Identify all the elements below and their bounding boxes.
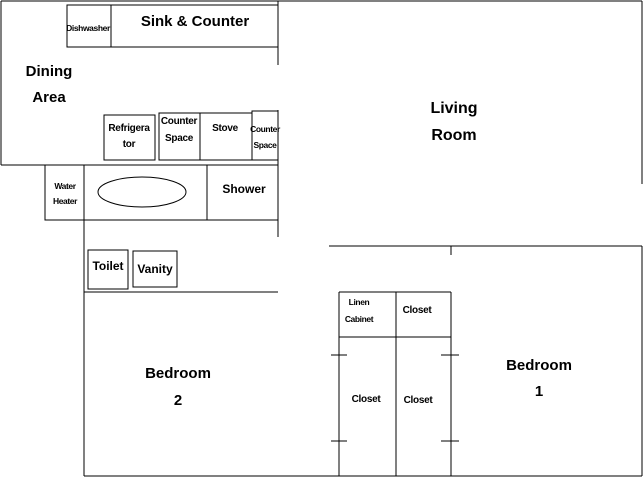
closet-right-label: Closet: [404, 395, 434, 406]
bedroom-1-label-line2: 1: [535, 383, 543, 400]
sink-counter-box: [110, 4, 279, 48]
dining-area-label-line1: Dining: [26, 63, 73, 80]
toilet-label: Toilet: [92, 259, 123, 273]
dining-area-label-line2: Area: [32, 89, 66, 106]
closet-left-label: Closet: [352, 394, 382, 405]
counter-space-left-label-line2: Space: [165, 133, 194, 144]
closet-top-label: Closet: [403, 305, 433, 316]
counter-space-left-label-line1: Counter: [161, 116, 198, 127]
refrigerator-box: [103, 114, 156, 161]
labels: Dishwasher Sink & Counter Dining Area Re…: [26, 13, 572, 409]
water-heater-label-line2: Heater: [53, 196, 78, 206]
stove-label: Stove: [212, 123, 238, 134]
bedroom-2-label-line2: 2: [174, 392, 182, 409]
fixtures: [44, 4, 279, 290]
refrigerator-label-line2: tor: [123, 139, 136, 150]
toilet-box: [87, 249, 129, 290]
refrigerator-label-line1: Refrigera: [108, 123, 150, 134]
water-heater-label-line1: Water: [54, 181, 76, 191]
living-room-label-line2: Room: [431, 127, 476, 144]
linen-cabinet-label-line2: Cabinet: [345, 314, 374, 324]
counter-space-right-label-line1: Counter: [250, 124, 281, 134]
vanity-box: [132, 250, 178, 288]
counter-space-right-label-line2: Space: [253, 140, 277, 150]
dishwasher-label: Dishwasher: [66, 23, 111, 33]
water-heater-box: [44, 164, 85, 221]
bedroom-2-label-line1: Bedroom: [145, 365, 211, 382]
linen-cabinet-label-line1: Linen: [349, 297, 370, 307]
living-room-label-line1: Living: [430, 100, 477, 117]
counter-space-right-box: [251, 110, 279, 161]
bedroom-1-label-line1: Bedroom: [506, 357, 572, 374]
stove-box: [199, 112, 253, 161]
shower-label: Shower: [222, 182, 266, 196]
vanity-label: Vanity: [137, 262, 173, 276]
sink-counter-label: Sink & Counter: [141, 13, 250, 30]
bathtub-shape: [97, 176, 187, 208]
